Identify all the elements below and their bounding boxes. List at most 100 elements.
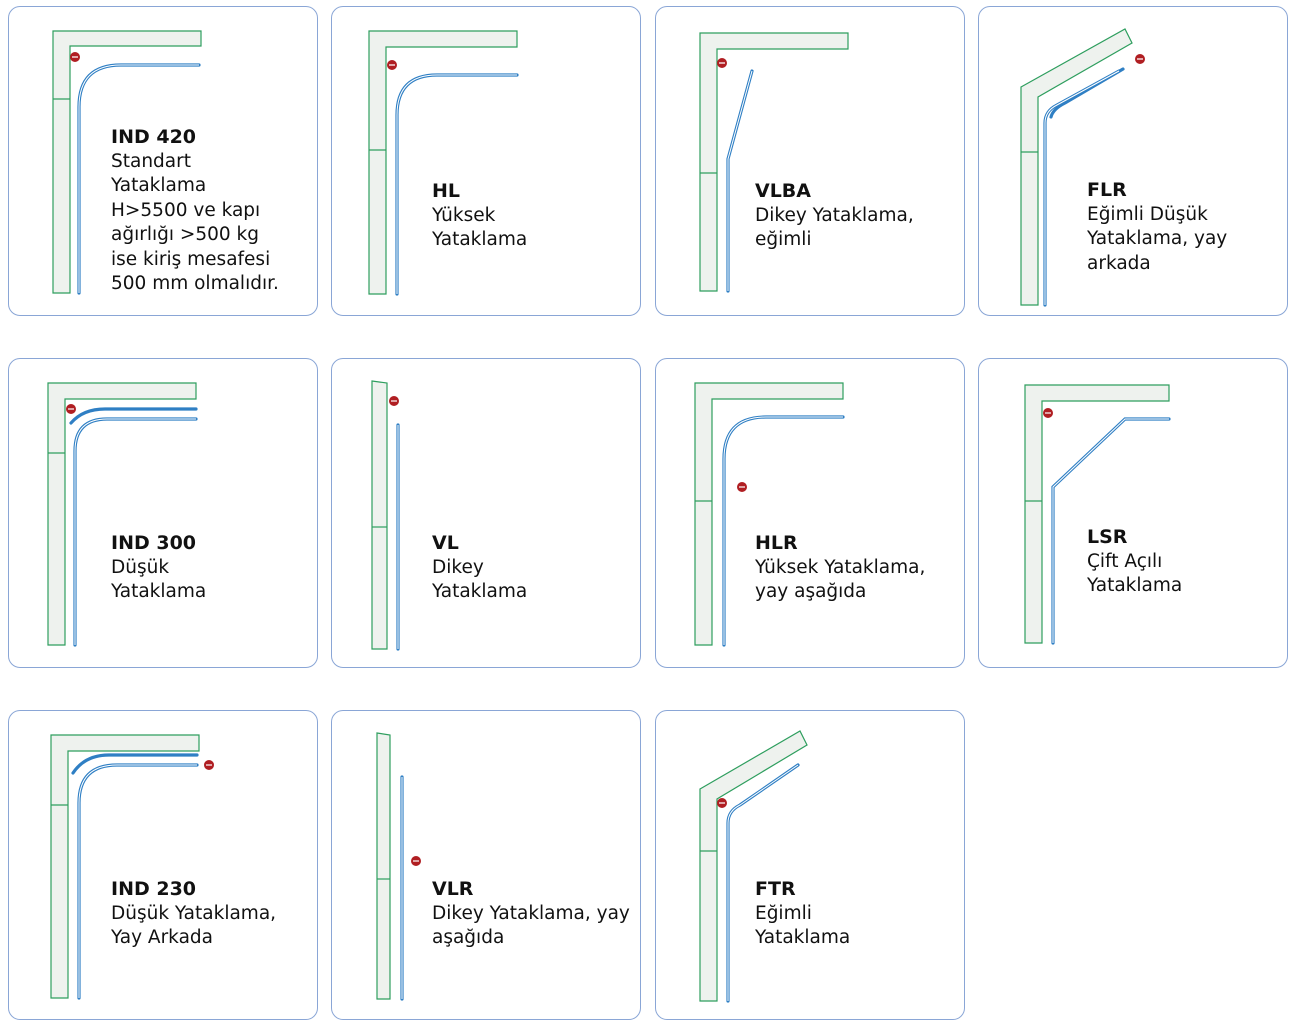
wall-lintel xyxy=(1020,28,1133,306)
desc-line: Yataklama xyxy=(432,581,528,602)
door-code: VL xyxy=(432,532,459,554)
track-diagram xyxy=(1020,28,1145,307)
spring-marker-icon xyxy=(737,482,747,492)
track-diagram xyxy=(371,380,400,651)
card-vlba: VLBA Dikey Yataklama, eğimli xyxy=(655,6,965,316)
wall-lintel xyxy=(368,30,518,295)
spring-marker-icon xyxy=(204,760,214,770)
desc-line: Dikey Yataklama, xyxy=(755,204,914,226)
desc-line: Standart xyxy=(111,150,191,172)
card-lsr: LSR Çift Açılı Yataklama xyxy=(978,358,1288,668)
desc-line: aşağıda xyxy=(432,927,505,948)
desc-line: ise kiriş mesafesi xyxy=(111,248,271,270)
card-label: FLR Eğimli Düşük Yataklama, yay arkada xyxy=(1087,178,1227,276)
card-ftr: FTR Eğimli Yataklama xyxy=(655,710,965,1020)
wall-lintel xyxy=(376,732,391,1000)
door-code: HLR xyxy=(755,532,798,554)
desc-line: Eğimli xyxy=(755,902,812,924)
card-label: VLR Dikey Yataklama, yay aşağıda xyxy=(432,877,630,951)
wall-lintel xyxy=(1024,384,1170,644)
desc-line: H>5500 ve kapı xyxy=(111,199,261,221)
card-label: LSR Çift Açılı Yataklama xyxy=(1087,525,1182,599)
desc-line: 500 mm olmalıdır. xyxy=(111,273,279,294)
desc-line: Yüksek xyxy=(432,204,496,226)
card-flr: FLR Eğimli Düşük Yataklama, yay arkada xyxy=(978,6,1288,316)
desc-line: eğimli xyxy=(755,229,812,250)
desc-line: Dikey xyxy=(432,556,484,578)
track-diagram xyxy=(50,734,214,1000)
wall-lintel xyxy=(694,382,844,646)
card-hl: HL Yüksek Yataklama xyxy=(331,6,641,316)
spring-marker-icon xyxy=(717,798,727,808)
door-code: FLR xyxy=(1087,179,1127,201)
desc-line: Yataklama xyxy=(111,581,207,602)
wall-lintel xyxy=(50,734,200,999)
card-label: VLBA Dikey Yataklama, eğimli xyxy=(755,179,914,253)
desc-line: Yay Arkada xyxy=(111,927,213,948)
wall-lintel xyxy=(699,730,808,1002)
track-rail-inner xyxy=(74,418,196,645)
spring-marker-icon xyxy=(387,60,397,70)
wall-lintel xyxy=(47,382,197,646)
track-rail-inner xyxy=(1052,418,1169,643)
track-diagram xyxy=(699,730,808,1003)
door-code: VLBA xyxy=(755,180,811,202)
spring-marker-icon xyxy=(1135,54,1145,64)
track-rail-inner xyxy=(727,70,753,291)
track-diagram xyxy=(1024,384,1171,645)
door-code: IND 420 xyxy=(111,126,197,148)
desc-line: Yataklama, yay xyxy=(1087,228,1228,249)
card-label: IND 420 Standart Yataklama H>5500 ve kap… xyxy=(111,125,279,297)
track-diagram xyxy=(47,382,198,647)
track-rail-inner xyxy=(1044,70,1120,305)
card-label: HLR Yüksek Yataklama, yay aşağıda xyxy=(755,531,925,605)
desc-line: Yüksek Yataklama, xyxy=(755,556,926,578)
card-label: IND 300 Düşük Yataklama xyxy=(111,531,206,605)
desc-line: ağırlığı >500 kg xyxy=(111,224,260,245)
spring-marker-icon xyxy=(411,856,421,866)
wall-lintel xyxy=(371,380,388,650)
track-rail-inner xyxy=(78,764,197,998)
track-diagram xyxy=(699,32,849,293)
track-rail-inner xyxy=(723,416,843,645)
spring-marker-icon xyxy=(66,404,76,414)
card-vlr: VLR Dikey Yataklama, yay aşağıda xyxy=(331,710,641,1020)
spring-marker-icon xyxy=(70,52,80,62)
track-rail xyxy=(726,69,754,293)
card-vl: VL Dikey Yataklama xyxy=(331,358,641,668)
door-code: IND 230 xyxy=(111,878,197,900)
door-code: IND 300 xyxy=(111,532,197,554)
card-ind-300: IND 300 Düşük Yataklama xyxy=(8,358,318,668)
desc-line: Dikey Yataklama, yay xyxy=(432,902,630,924)
door-code: LSR xyxy=(1087,526,1128,548)
track-rail-inner xyxy=(727,764,799,1001)
track-diagram xyxy=(368,30,519,296)
track-diagram xyxy=(52,30,202,295)
spring-marker-icon xyxy=(1043,408,1053,418)
desc-line: Düşük Yataklama, xyxy=(111,902,277,924)
card-ind-230: IND 230 Düşük Yataklama, Yay Arkada xyxy=(8,710,318,1020)
track-diagram xyxy=(376,732,421,1001)
wall-lintel xyxy=(699,32,849,292)
door-code: VLR xyxy=(432,878,474,900)
desc-line: Düşük xyxy=(111,556,170,578)
track-diagram xyxy=(694,382,845,647)
wall-lintel xyxy=(52,30,202,294)
door-code: FTR xyxy=(755,878,796,900)
card-label: IND 230 Düşük Yataklama, Yay Arkada xyxy=(111,877,276,951)
spring-marker-icon xyxy=(389,396,399,406)
card-label: HL Yüksek Yataklama xyxy=(432,179,527,253)
spring-marker-icon xyxy=(717,58,727,68)
desc-line: Çift Açılı xyxy=(1087,550,1163,572)
desc-line: arkada xyxy=(1087,252,1151,274)
track-rail xyxy=(69,407,198,647)
desc-line: Yataklama xyxy=(432,229,528,250)
desc-line: Yataklama xyxy=(111,175,207,196)
desc-line: Eğimli Düşük xyxy=(1087,203,1208,225)
card-label: VL Dikey Yataklama xyxy=(432,531,527,605)
door-code: HL xyxy=(432,180,461,202)
track-rail-inner xyxy=(78,64,199,293)
desc-line: yay aşağıda xyxy=(755,581,867,602)
card-hlr: HLR Yüksek Yataklama, yay aşağıda xyxy=(655,358,965,668)
track-rail-inner xyxy=(396,74,517,294)
